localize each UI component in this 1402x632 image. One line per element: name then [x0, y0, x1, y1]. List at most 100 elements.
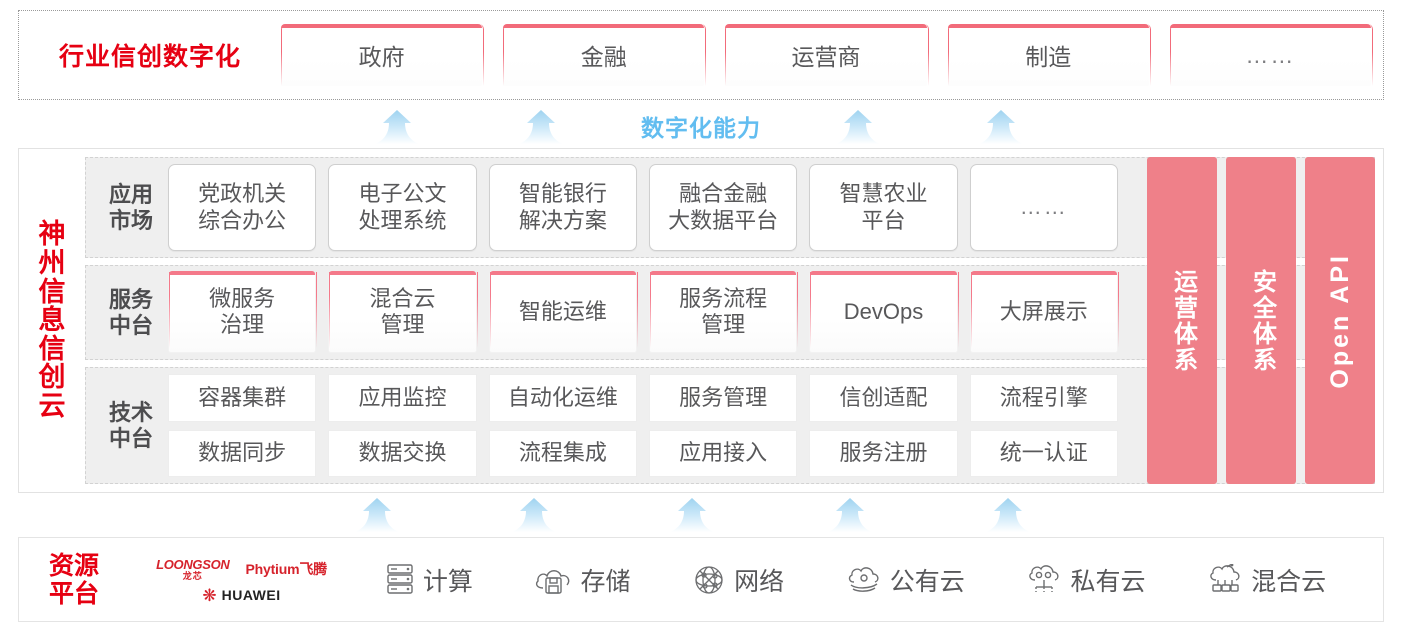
industry-band: 行业信创数字化 政府 金融 运营商 制造 ……	[18, 10, 1384, 100]
cloud-platform-body: 应用 市场 党政机关 综合办公 电子公文 处理系统 智能银行 解决方案	[85, 149, 1383, 492]
cloud-title-char: 信	[38, 276, 66, 307]
layer-label-line: 中台	[108, 312, 153, 338]
arrow-up-icon	[836, 110, 880, 144]
app-cell-smart-bank[interactable]: 智能银行 解决方案	[488, 164, 637, 251]
vendor-logo-row-1: LOONGSON 龙芯 Phytium飞腾	[156, 558, 327, 581]
app-cell-fintech-bigdata[interactable]: 融合金融 大数据平台	[648, 164, 798, 251]
resource-platform-frame: 资源 平台 LOONGSON 龙芯 Phytium飞腾 ❋ HUAWEI	[18, 537, 1384, 622]
service-cell-smart-ops[interactable]: 智能运维	[488, 271, 637, 353]
app-cell-smart-agriculture[interactable]: 智慧农业 平台	[809, 164, 958, 251]
service-cell-service-process-mgmt[interactable]: 服务流程 管理	[648, 271, 798, 353]
tech-row-2: 数据同步 数据交换 流程集成 应用接入 服务注册 统一认证	[168, 429, 1118, 477]
resource-item-list: 计算 存储	[354, 562, 1383, 598]
industry-box-list: 政府 金融 运营商 制造 ……	[281, 24, 1383, 86]
service-cell-big-screen-display[interactable]: 大屏展示	[969, 271, 1118, 353]
industry-box-label: ……	[1245, 41, 1296, 68]
tech-cell-service-registry[interactable]: 服务注册	[809, 429, 958, 477]
arrow-up-icon	[828, 498, 872, 532]
pillar-operations-system[interactable]: 运营体系	[1147, 157, 1217, 484]
service-platform-cells: 微服务 治理 混合云 管理 智能运维 服务流程 管理 DevOps 大屏展示	[168, 271, 1366, 353]
tech-cell-xinchuang-adaptation[interactable]: 信创适配	[809, 374, 958, 422]
resource-item-compute[interactable]: 计算	[385, 562, 473, 598]
service-cell-hybrid-cloud-mgmt[interactable]: 混合云 管理	[328, 271, 477, 353]
vendor-logo-list: LOONGSON 龙芯 Phytium飞腾 ❋ HUAWEI	[129, 556, 354, 604]
resource-item-private-cloud[interactable]: 私有云	[1026, 562, 1145, 598]
industry-box-more[interactable]: ……	[1169, 24, 1372, 86]
resource-platform-title: 资源 平台	[19, 552, 129, 608]
arrow-up-icon	[979, 110, 1023, 144]
industry-box-label: 运营商	[791, 44, 861, 70]
network-icon	[692, 563, 726, 597]
cell-line: 智能银行	[518, 181, 607, 207]
layer-label-app-market: 应用 市场	[94, 164, 168, 251]
tech-cell-data-exchange[interactable]: 数据交换	[328, 429, 477, 477]
cloud-platform-frame: 神 州 信 息 信 创 云 应用 市场 党政机	[18, 148, 1384, 493]
arrow-up-icon	[986, 498, 1030, 532]
cloud-title-char: 云	[38, 391, 66, 422]
tech-cell-automated-ops[interactable]: 自动化运维	[488, 374, 637, 422]
hybrid-cloud-icon	[1207, 563, 1243, 596]
resource-item-label: 混合云	[1251, 567, 1327, 596]
industry-box-manufacturing[interactable]: 制造	[947, 24, 1150, 86]
industry-box-operator[interactable]: 运营商	[725, 24, 927, 86]
tech-cell-process-engine[interactable]: 流程引擎	[969, 374, 1118, 422]
industry-box-government[interactable]: 政府	[281, 24, 483, 86]
cell-line: 党政机关	[198, 181, 287, 207]
cell-line: 电子公文	[358, 181, 447, 207]
industry-box-finance[interactable]: 金融	[503, 24, 705, 86]
tech-cell-unified-auth[interactable]: 统一认证	[969, 429, 1118, 477]
app-cell-more[interactable]: ……	[969, 164, 1118, 251]
resource-title-line: 资源	[48, 551, 99, 580]
cell-line: 大数据平台	[668, 207, 779, 233]
cell-line: 综合办公	[198, 207, 287, 233]
arrow-up-icon	[670, 498, 714, 532]
arrow-up-icon	[355, 498, 399, 532]
pillar-security-system[interactable]: 安全体系	[1226, 157, 1296, 484]
arrow-up-icon	[375, 110, 419, 144]
cell-line: 融合金融	[679, 181, 768, 207]
resource-item-network[interactable]: 网络	[692, 562, 784, 598]
industry-box-label: 制造	[1025, 44, 1072, 70]
layer-label-service-platform: 服务 中台	[94, 272, 168, 353]
cloud-title-char: 州	[38, 247, 66, 278]
resource-item-public-cloud[interactable]: 公有云	[846, 562, 965, 598]
industry-band-title: 行业信创数字化	[58, 43, 241, 71]
loongson-logo: LOONGSON 龙芯	[156, 558, 230, 581]
layer-label-tech-platform: 技术 中台	[94, 374, 168, 477]
app-market-cells: 党政机关 综合办公 电子公文 处理系统 智能银行 解决方案 融合金融 大数据平台…	[168, 164, 1366, 251]
cloud-title-char: 神	[38, 219, 66, 250]
cell-line: 管理	[701, 312, 746, 337]
resource-item-label: 计算	[422, 567, 473, 596]
server-icon	[385, 563, 415, 597]
cell-line: 混合云	[369, 285, 436, 311]
resource-item-storage[interactable]: 存储	[534, 562, 630, 598]
resource-item-hybrid-cloud[interactable]: 混合云	[1207, 562, 1326, 598]
tech-cell-data-sync[interactable]: 数据同步	[168, 429, 317, 477]
tech-cell-app-access[interactable]: 应用接入	[648, 429, 798, 477]
cell-line: 大屏展示	[999, 298, 1088, 324]
huawei-logo: ❋ HUAWEI	[202, 587, 280, 604]
tech-cell-process-integration[interactable]: 流程集成	[488, 429, 637, 477]
cell-line: 治理	[220, 312, 265, 337]
resource-item-label: 私有云	[1070, 567, 1146, 596]
service-cell-devops[interactable]: DevOps	[809, 271, 958, 353]
tech-cell-container-cluster[interactable]: 容器集群	[168, 374, 317, 422]
vendor-logo-row-2: ❋ HUAWEI	[202, 587, 280, 604]
app-cell-edoc-system[interactable]: 电子公文 处理系统	[328, 164, 477, 251]
layer-label-line: 技术	[108, 400, 153, 426]
tech-cell-app-monitoring[interactable]: 应用监控	[328, 374, 477, 422]
phytium-logo: Phytium飞腾	[245, 561, 328, 577]
service-cell-microservice-governance[interactable]: 微服务 治理	[168, 271, 317, 353]
app-cell-government-office[interactable]: 党政机关 综合办公	[168, 164, 317, 251]
cloud-platform-title: 神 州 信 息 信 创 云	[19, 149, 85, 492]
tech-cell-service-mgmt[interactable]: 服务管理	[648, 374, 798, 422]
cell-line: DevOps	[843, 298, 924, 324]
cell-line: 解决方案	[518, 207, 607, 233]
layer-label-line: 应用	[108, 182, 153, 208]
resource-item-label: 网络	[734, 567, 785, 596]
pillar-open-api[interactable]: Open API	[1305, 157, 1375, 484]
huawei-flower-icon: ❋	[202, 585, 217, 605]
pillar-label: 安全体系	[1248, 268, 1276, 373]
cell-line: 智能运维	[518, 298, 607, 324]
